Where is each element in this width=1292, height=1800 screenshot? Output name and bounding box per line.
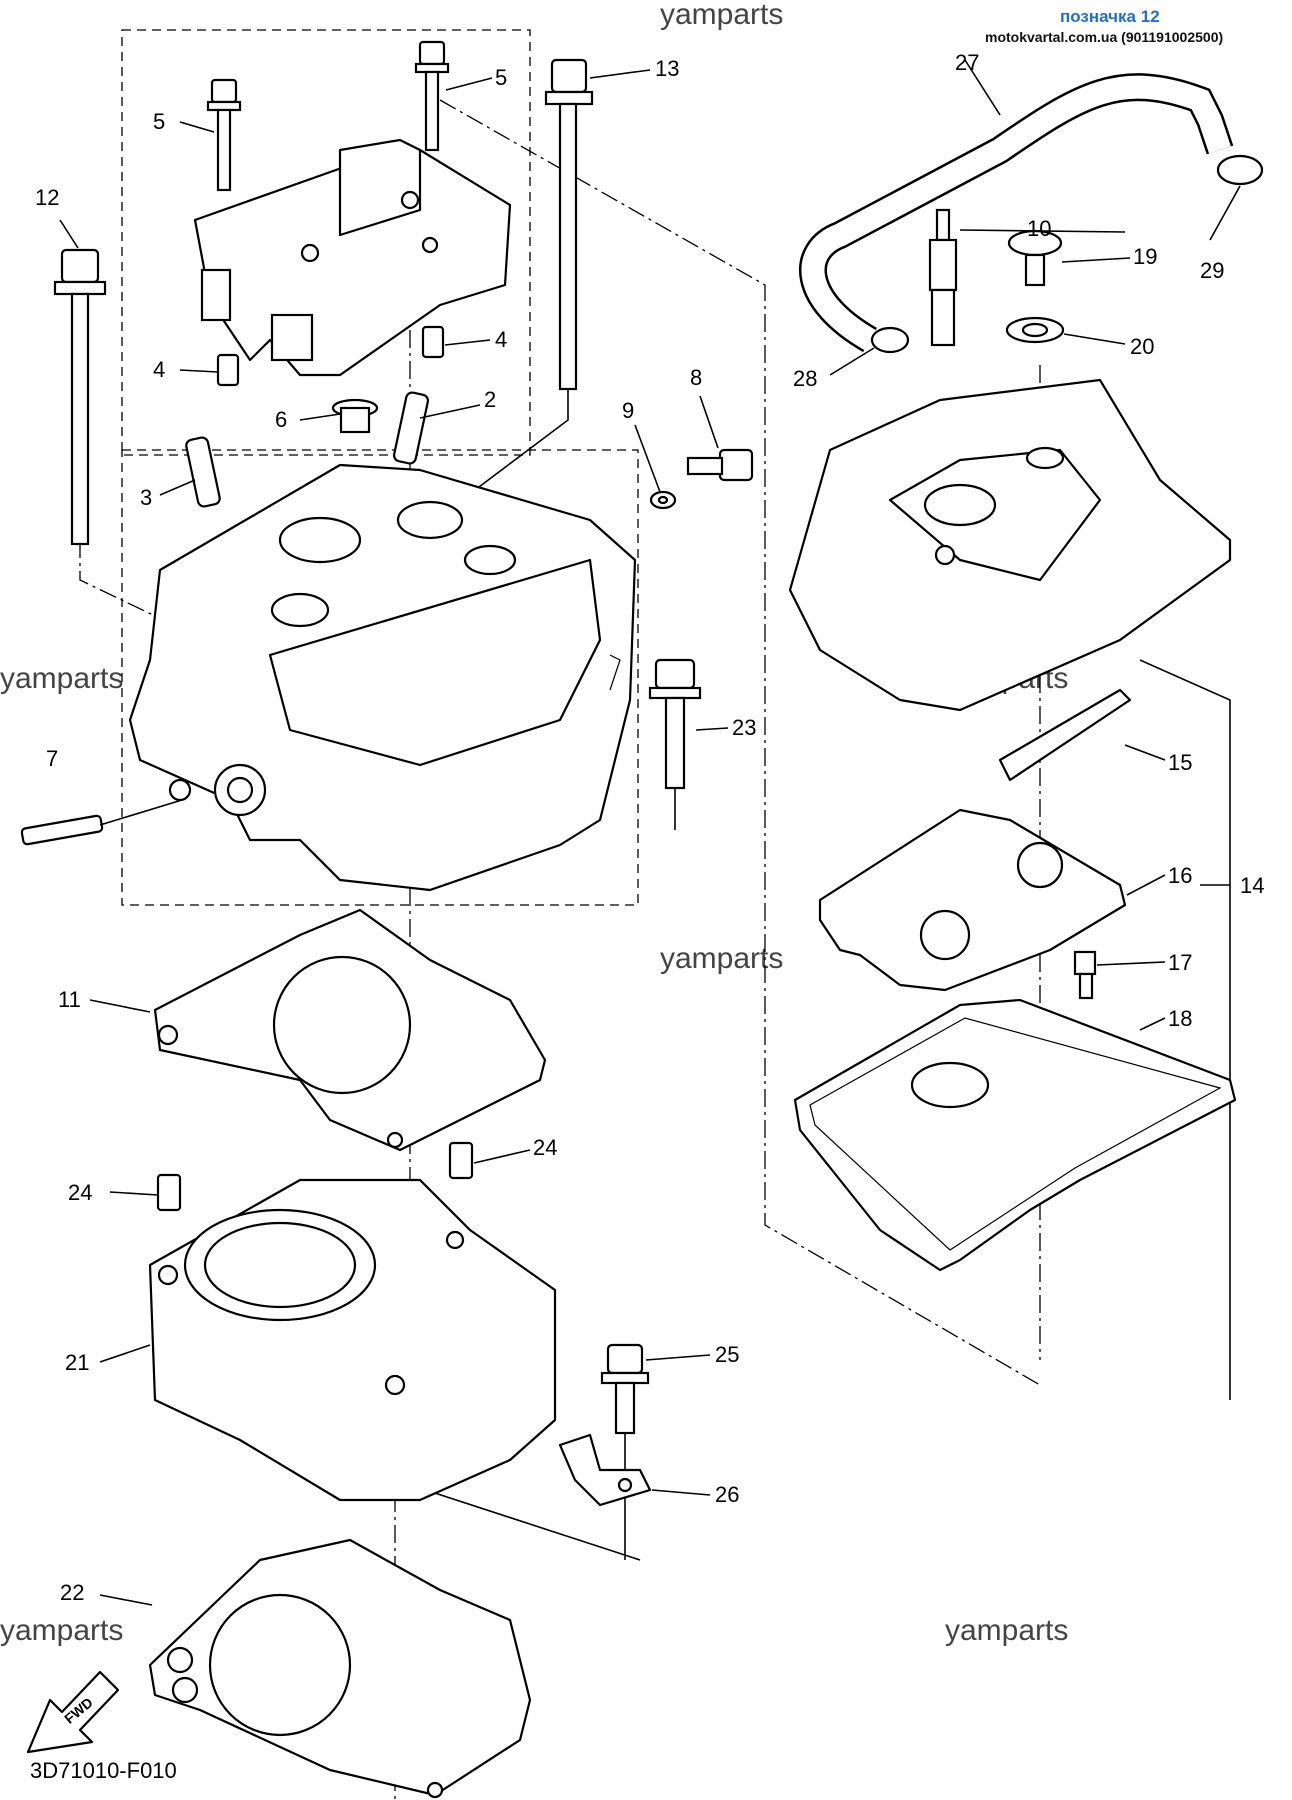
- head-assembly-frame: [121, 29, 531, 456]
- part-number-19: 19: [1133, 244, 1157, 269]
- part-number-15: 15: [1168, 750, 1192, 775]
- cylinder-head: [128, 463, 637, 892]
- dowel-24-right: [448, 1141, 474, 1180]
- part-number-27: 27: [955, 50, 979, 75]
- diagram-code: 3D71010-F010: [30, 1758, 177, 1783]
- part-number-21: 21: [65, 1350, 89, 1375]
- valve-guide-2: [392, 391, 430, 465]
- washer-9: [649, 490, 677, 510]
- fwd-arrow-icon: FWD: [26, 1670, 120, 1754]
- head-gasket-11: [153, 908, 547, 1152]
- watermark-middle: yamparts: [660, 942, 783, 975]
- gasket-16: [818, 808, 1127, 992]
- part-number-26: 26: [715, 1482, 739, 1507]
- part-number-8: 8: [690, 365, 702, 390]
- screw-17: [1073, 950, 1097, 1000]
- dowel-24-left: [156, 1173, 182, 1212]
- grommet-20: [1005, 316, 1065, 344]
- bolt-5-left: [206, 78, 242, 192]
- cylinder-21: [148, 1178, 557, 1502]
- watermark-bottom-left: yamparts: [0, 1614, 123, 1647]
- part-number-22: 22: [60, 1580, 84, 1605]
- part-number-4-right: 4: [495, 327, 507, 352]
- stud-7-line: [99, 799, 183, 826]
- bolt-19: [1007, 229, 1063, 287]
- watermark-left: yamparts: [0, 662, 123, 695]
- part-number-25: 25: [715, 1342, 739, 1367]
- part-number-14: 14: [1240, 873, 1264, 898]
- part-number-17: 17: [1168, 950, 1192, 975]
- base-gasket-22: [148, 1538, 532, 1799]
- bolt-8: [686, 448, 754, 482]
- part-number-5-left: 5: [153, 109, 165, 134]
- part-number-2: 2: [484, 387, 496, 412]
- part-number-28: 28: [793, 366, 817, 391]
- part-number-5-right: 5: [495, 65, 507, 90]
- part-number-24-left: 24: [68, 1180, 92, 1205]
- part-number-7: 7: [46, 746, 58, 771]
- part-number-13: 13: [655, 56, 679, 81]
- plate-15: [998, 688, 1132, 782]
- part-number-10: 10: [1027, 216, 1051, 241]
- alignment-line-main: [439, 99, 1041, 1386]
- leader-lines: [59, 59, 1241, 1606]
- part-number-9: 9: [622, 398, 634, 423]
- part-number-12: 12: [35, 185, 59, 210]
- part-number-6: 6: [275, 407, 287, 432]
- stud-7: [20, 814, 104, 846]
- part-number-29: 29: [1200, 258, 1224, 283]
- bracket-26: [558, 1433, 652, 1507]
- watermark-bottom-right: yamparts: [945, 1614, 1068, 1647]
- dowel-4-right: [421, 325, 445, 359]
- valve-guide-3: [185, 436, 221, 508]
- breather-hose-27: [799, 73, 1234, 353]
- spark-plug-10: [928, 208, 958, 347]
- bolt-23: [648, 658, 702, 790]
- plug-6: [331, 398, 379, 434]
- bolt-25: [600, 1343, 650, 1435]
- part-number-23: 23: [732, 715, 756, 740]
- bolt-5-right: [414, 40, 450, 152]
- cover-group-line: [1139, 659, 1231, 1400]
- head-cover: [788, 378, 1232, 712]
- part-number-18: 18: [1168, 1006, 1192, 1031]
- head-assembly-frame-lower: [121, 449, 639, 906]
- part-number-16: 16: [1168, 863, 1192, 888]
- part-number-3: 3: [140, 485, 152, 510]
- part-number-20: 20: [1130, 334, 1154, 359]
- watermark-top: yamparts: [660, 0, 783, 31]
- cover-gasket-18: [793, 998, 1237, 1272]
- camshaft-cap: [193, 138, 512, 377]
- header-tag: позначка 12: [1060, 7, 1160, 26]
- header-site: motokvartal.com.ua (901191002500): [985, 29, 1223, 45]
- dowel-4-left: [216, 353, 240, 387]
- clamp-28: [870, 326, 910, 354]
- bolt-12: [53, 248, 107, 546]
- stud-13: [544, 58, 594, 391]
- part-number-11: 11: [58, 987, 81, 1012]
- clamp-29: [1216, 154, 1264, 186]
- part-number-4-left: 4: [153, 357, 165, 382]
- part-number-24-right: 24: [533, 1135, 557, 1160]
